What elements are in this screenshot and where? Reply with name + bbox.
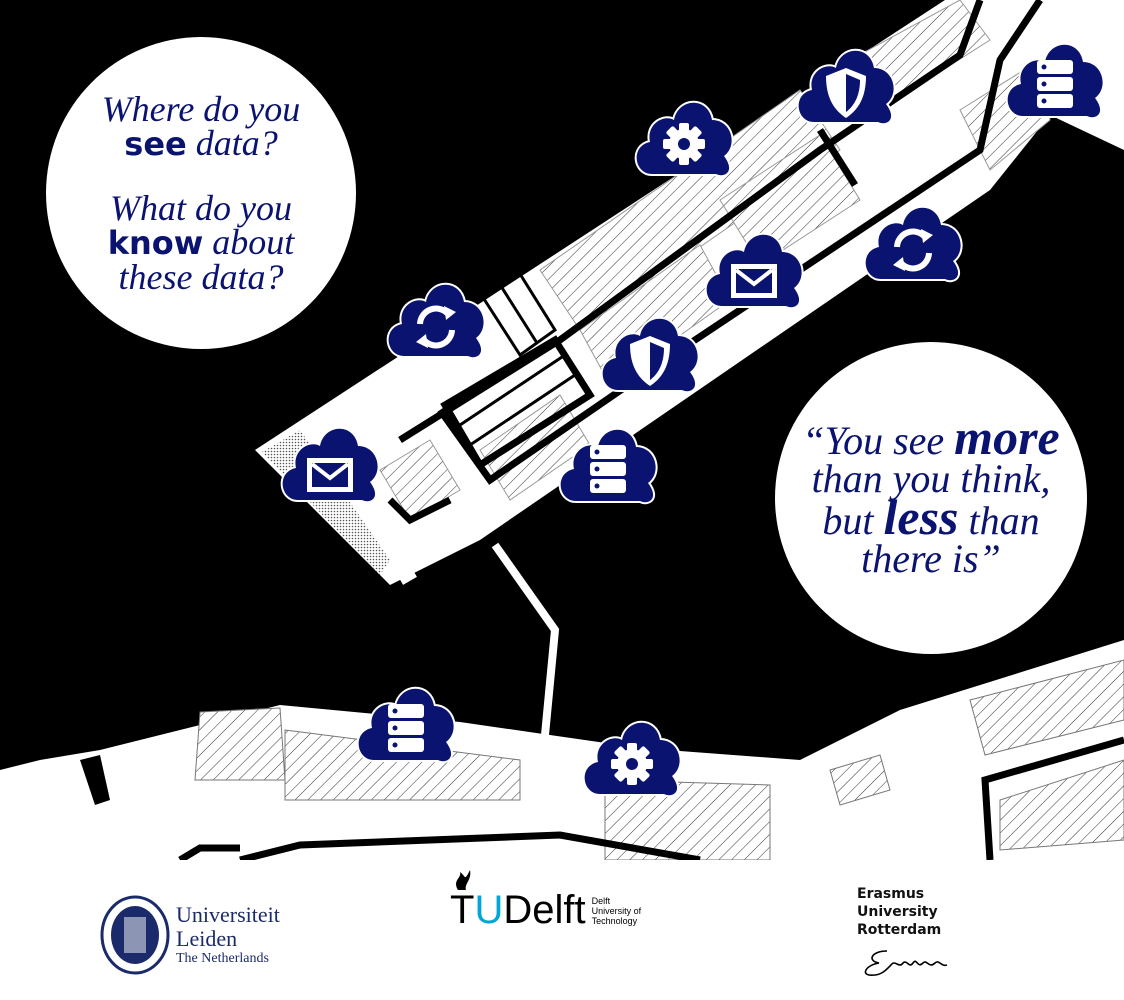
cloud-mail-icon [698, 222, 810, 314]
question-know-line3: these data? [118, 257, 284, 297]
emphasis-know: know [107, 224, 204, 262]
quay-land [0, 640, 1124, 860]
cloud-gear-icon [576, 710, 688, 802]
cloud-sync-icon [857, 195, 969, 287]
emphasis-see: see [124, 125, 187, 163]
cloud-gear-icon [628, 90, 740, 182]
question-know-line2: about [212, 222, 295, 262]
erasmus-logo: Erasmus University Rotterdam [857, 885, 967, 986]
leiden-seal-icon [100, 895, 170, 975]
question-see-line1: Where do you [101, 89, 301, 129]
erasmus-signature-icon [864, 950, 948, 976]
leiden-line1: Universiteit [176, 902, 280, 927]
leiden-line2: Leiden [176, 926, 238, 951]
cloud-mail-icon [274, 416, 386, 508]
tu-t: T [450, 888, 475, 932]
eur-line2: University [857, 904, 938, 920]
question-see-line2: data? [195, 123, 278, 163]
leiden-logo: Universiteit Leiden The Netherlands [100, 895, 280, 975]
cloud-server-icon [552, 417, 664, 509]
quote-part2: than you think, [811, 456, 1051, 501]
eur-line1: Erasmus [857, 886, 925, 902]
tu-delft: Delft [503, 888, 586, 932]
cloud-shield-icon [790, 38, 902, 130]
cloud-server-icon [999, 32, 1111, 124]
eur-line3: Rotterdam [857, 922, 942, 938]
cloud-server-icon [350, 676, 462, 768]
tud-small2: University of [591, 906, 642, 916]
tud-small3: Technology [591, 916, 638, 926]
emphasis-more: more [954, 409, 1060, 465]
question-bubble: Where do you see data? What do you know … [46, 37, 356, 349]
flame-icon [456, 870, 471, 890]
tudelft-logo: TUDelft Delft University of Technology [450, 870, 642, 932]
tu-u: U [474, 888, 504, 932]
quote-part4: than [968, 498, 1040, 543]
cloud-sync-icon [380, 272, 492, 364]
question-know-line1: What do you [110, 188, 292, 228]
leiden-line3: The Netherlands [176, 951, 269, 966]
quote-part1: “You see [802, 418, 945, 463]
quote-part3: but [822, 498, 874, 543]
emphasis-less: less [883, 489, 959, 545]
quote-bubble: “You see more than you think, but less t… [775, 342, 1087, 654]
tud-small1: Delft [591, 896, 611, 906]
cloud-shield-icon [594, 306, 706, 398]
quote-part5: there is” [861, 536, 1001, 581]
